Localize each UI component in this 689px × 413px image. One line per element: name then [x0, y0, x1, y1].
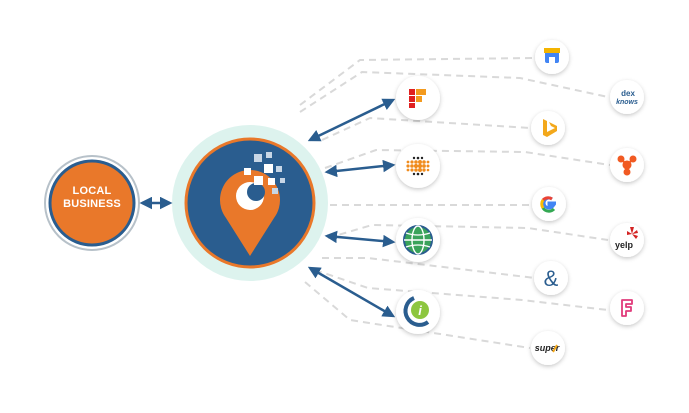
svg-text:i: i — [418, 303, 422, 318]
local-label-line2: BUSINESS — [63, 198, 121, 210]
factual-icon[interactable] — [396, 76, 440, 120]
primary-arrows — [307, 98, 396, 318]
infogroup-icon[interactable]: i — [396, 290, 440, 334]
google-my-business-icon[interactable] — [535, 40, 569, 74]
superpages-icon[interactable]: super — [531, 331, 565, 365]
local-business-node — [44, 155, 140, 251]
local-label-line1: LOCAL — [72, 185, 112, 197]
google-icon[interactable]: G — [532, 187, 566, 221]
local-business-label: LOCAL BUSINESS — [48, 185, 136, 211]
svg-text:&: & — [544, 266, 559, 291]
svg-text:dex: dex — [621, 89, 635, 98]
svg-text:yelp: yelp — [615, 240, 634, 250]
neustar-localeze-icon[interactable] — [396, 218, 440, 262]
bing-icon[interactable] — [531, 111, 565, 145]
location-pin-icon — [220, 152, 285, 256]
svg-text:knows: knows — [616, 99, 638, 106]
yelp-icon[interactable]: yelp — [610, 223, 644, 257]
svg-text:super: super — [535, 343, 560, 353]
hotfrog-icon[interactable] — [610, 148, 644, 182]
foursquare-icon[interactable] — [610, 291, 644, 325]
acxiom-icon[interactable] — [396, 144, 440, 188]
dexknows-icon[interactable]: dex knows — [610, 80, 644, 114]
citysearch-icon[interactable]: & — [534, 261, 568, 295]
dashed-connectors — [299, 57, 611, 349]
